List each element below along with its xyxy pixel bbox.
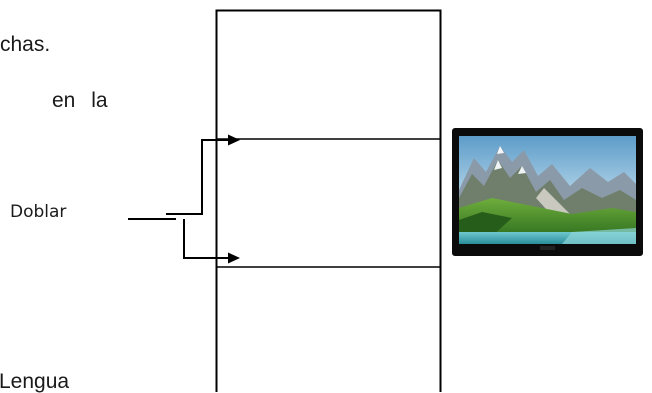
arrowhead-upper — [228, 134, 240, 146]
television-image — [452, 128, 643, 256]
text-fragment-middle: en la — [52, 89, 108, 112]
fold-connector — [128, 139, 232, 259]
fold-label: Doblar — [10, 202, 67, 222]
text-fragment-top: chas. — [0, 33, 51, 56]
arrowhead-lower — [228, 252, 240, 264]
folding-card-outline — [215, 9, 442, 392]
text-fragment-bottom: Lengua — [0, 370, 70, 393]
